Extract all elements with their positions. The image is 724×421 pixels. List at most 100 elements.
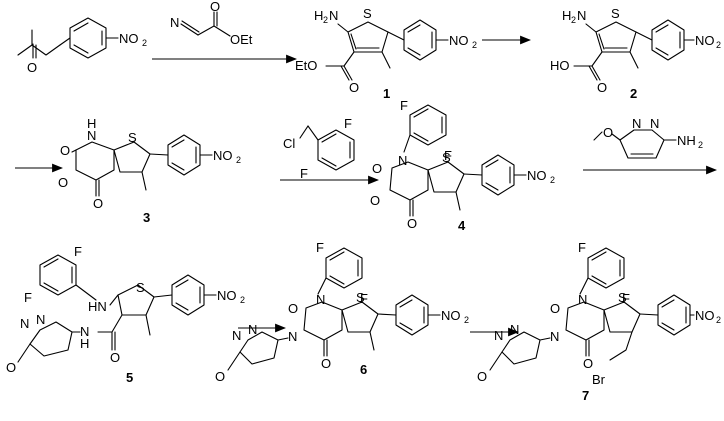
amine-h-label-2: H	[562, 8, 571, 23]
nitro-subscript: 2	[142, 38, 147, 48]
reagent-ring-n-a: N	[632, 116, 641, 131]
pyridazine-n-5a: N	[20, 316, 29, 331]
fluoro-label-b: F	[300, 166, 308, 181]
thiophene-s-label-2: S	[611, 6, 620, 21]
fluoro-label-5a: F	[74, 244, 82, 259]
compound-6-label: 6	[360, 362, 367, 377]
secondary-amine-label: HN	[88, 299, 107, 314]
pyridazine-n-5b: N	[36, 312, 45, 327]
compound-4-label: 4	[458, 218, 466, 233]
pyridazine-n-6b: N	[248, 322, 257, 337]
reagent-amine-sub: 2	[698, 140, 703, 150]
nitro-sub-3: 2	[236, 155, 241, 165]
nitro-label-3: NO	[213, 148, 233, 163]
thiophene-s-label-7: S	[618, 290, 627, 305]
amide-n-label: N	[80, 324, 89, 339]
nitro-sub-4: 2	[550, 175, 555, 185]
compound-4-structure: F F N O O O S NO 2	[370, 98, 555, 231]
compound-5-label: 5	[126, 370, 133, 385]
ester-oxygen-label: O	[349, 80, 359, 95]
nitro-sub-5: 2	[240, 295, 245, 305]
compound-7-structure: F F N O N O S Br NO 2 N N O	[477, 240, 721, 387]
thiophene-s-label-5: S	[136, 280, 145, 295]
lactone-oxygen-3: O	[93, 196, 103, 211]
compound-1-structure: H 2 N S O EtO NO 2	[295, 6, 477, 95]
fluoro-label-a: F	[344, 116, 352, 131]
compound-5-structure: F F HN S O N H N N O NO 2	[6, 244, 245, 375]
nitro-sub-2: 2	[716, 40, 721, 50]
reagent-aminomethoxypyridazine: O N N NH 2	[593, 116, 703, 159]
starting-ketone: O NO 2	[17, 17, 147, 75]
ethoxy-label: OEt	[230, 32, 253, 47]
fluoro-label-7b: F	[622, 291, 630, 306]
reagent-ethyl-cyanoacetate: N O OEt	[170, 0, 253, 47]
ring-oxygen-3: O	[58, 175, 68, 190]
fluoro-label-6b: F	[360, 291, 368, 306]
ester-ethoxy-label: EtO	[295, 58, 317, 73]
lactam-oxygen-6: O	[321, 356, 331, 371]
nitro-label: NO	[119, 31, 139, 46]
thiophene-s-label-3: S	[128, 130, 137, 145]
carbonyl-oxygen-label: O	[210, 0, 220, 14]
nitro-label-1: NO	[449, 33, 469, 48]
ring-n-label-4: N	[398, 153, 407, 168]
compound-3-structure: H N O O O S NO 2	[58, 116, 241, 211]
ring-carbonyl-o-7: O	[550, 301, 560, 316]
ring-oxygen-4: O	[370, 193, 380, 208]
bromo-label: Br	[592, 372, 606, 387]
ring-carbonyl-o-6: O	[288, 301, 298, 316]
reagent-amine-label: NH	[677, 133, 696, 148]
ring-n-label-7b: N	[550, 329, 559, 344]
thiophene-s-label: S	[363, 6, 372, 21]
ring-n-label-6b: N	[288, 329, 297, 344]
methoxy-o-6: O	[215, 369, 225, 384]
acid-oxygen-label: O	[597, 80, 607, 95]
ring-n-label-7a: N	[578, 292, 587, 307]
methoxy-o-7: O	[477, 369, 487, 384]
lactone-oxygen-4: O	[407, 216, 417, 231]
nh-n-label-3: N	[87, 128, 96, 143]
pyridazine-n-7a: N	[494, 328, 503, 343]
pyridazine-n-6a: N	[232, 328, 241, 343]
pyridazine-n-7b: N	[510, 322, 519, 337]
ketone-oxygen-label: O	[27, 60, 37, 75]
thiophene-s-label-4: S	[442, 150, 451, 165]
amide-oxygen-label: O	[110, 350, 120, 365]
lactam-oxygen-7: O	[583, 356, 593, 371]
nitro-label-2: NO	[695, 33, 715, 48]
amide-h-label: H	[80, 336, 89, 351]
nitro-label-5: NO	[217, 288, 237, 303]
compound-1-label: 1	[383, 86, 390, 101]
fluoro-label-4b: F	[444, 148, 452, 163]
fluoro-label-4a: F	[400, 98, 408, 113]
nitro-sub-1: 2	[472, 40, 477, 50]
fluoro-label-6a: F	[316, 240, 324, 255]
compound-2-label: 2	[630, 86, 637, 101]
chloro-label: Cl	[283, 136, 295, 151]
nitro-sub-6: 2	[464, 315, 469, 325]
compound-3-label: 3	[143, 210, 150, 225]
fluoro-label-7a: F	[578, 240, 586, 255]
acid-hydroxy-label: HO	[550, 58, 570, 73]
compound-7-label: 7	[582, 388, 589, 403]
compound-2-structure: H 2 N S O HO NO 2	[550, 6, 721, 95]
amine-n-label-2: N	[577, 8, 586, 23]
methoxy-o-5: O	[6, 360, 16, 375]
nitro-sub-7: 2	[716, 315, 721, 325]
compound-6-structure: F F N O N O S NO 2 N N O	[215, 240, 469, 384]
amine-n-label: N	[329, 8, 338, 23]
reagent-methoxy-o: O	[603, 125, 613, 140]
thiophene-s-label-6: S	[356, 290, 365, 305]
nitro-label-4: NO	[527, 168, 547, 183]
amine-sub: 2	[323, 15, 328, 25]
reagent-ring-n-b: N	[650, 116, 659, 131]
ring-carbonyl-o-4: O	[372, 161, 382, 176]
amine-sub-2: 2	[571, 15, 576, 25]
amine-h-label: H	[314, 8, 323, 23]
nh-h-label-3: H	[87, 116, 96, 131]
nitro-label-6: NO	[441, 308, 461, 323]
ring-carbonyl-o-3: O	[60, 143, 70, 158]
nitro-label-7: NO	[695, 308, 715, 323]
fluoro-label-5b: F	[24, 290, 32, 305]
cyano-nitrogen-label: N	[170, 15, 179, 30]
